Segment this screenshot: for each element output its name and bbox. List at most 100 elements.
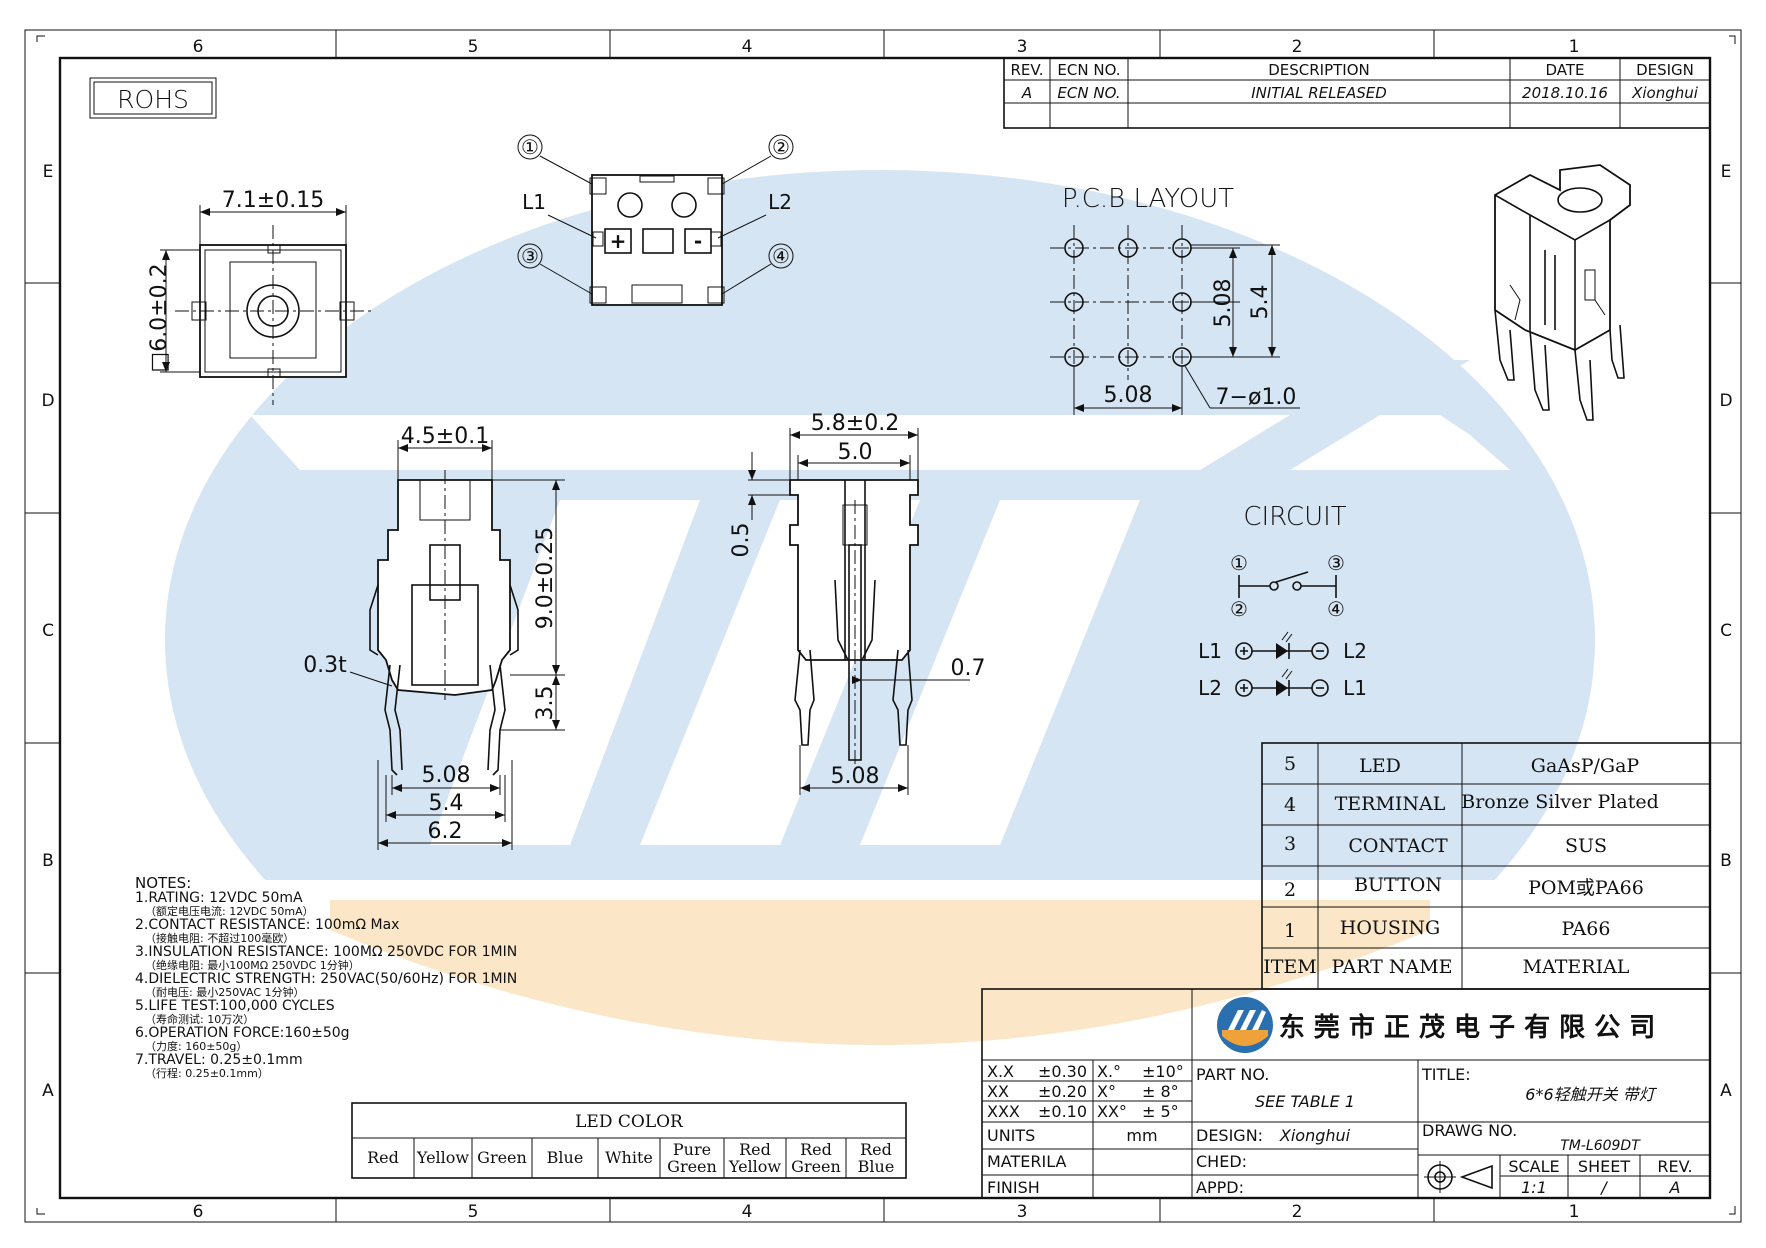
circuit-row2-left: L2	[1198, 676, 1222, 700]
zone-col-bottom-6: 6	[193, 1202, 204, 1222]
side-dim-mid: 5.4	[429, 791, 464, 816]
side-dim-overall: 6.2	[428, 819, 463, 844]
bottom-view-pin-3: ③	[521, 244, 539, 268]
zone-col-bottom-3: 3	[1017, 1202, 1028, 1222]
bom-row4-name: TERMINAL	[1335, 793, 1446, 815]
scale-label: SCALE	[1508, 1157, 1559, 1176]
note-line-12: （力度: 160±50g）	[145, 1039, 247, 1053]
side-dim-height: 9.0±0.25	[533, 527, 558, 629]
tol-row2-fmt: XX	[987, 1082, 1009, 1101]
rev-header-ecn: ECN NO.	[1057, 61, 1120, 79]
bottom-view-minus: -	[694, 229, 702, 253]
drawg-no-label: DRAWG NO.	[1422, 1121, 1517, 1140]
front-dim-gap: 0.5	[729, 523, 754, 558]
zone-row-right-a: A	[1720, 1081, 1732, 1101]
bom-row3-name: CONTACT	[1348, 835, 1448, 857]
isometric-view	[1494, 164, 1631, 421]
bom-row4-material: Bronze Silver Plated	[1461, 791, 1659, 813]
note-line-5: 3.INSULATION RESISTANCE: 100MΩ 250VDC FO…	[135, 944, 517, 960]
tol-row1-ang: X.°	[1097, 1062, 1121, 1081]
tol-row3-ang: XX°	[1097, 1102, 1127, 1121]
led-color-pure-green-1: Pure	[673, 1140, 711, 1159]
sheet-value: /	[1599, 1178, 1608, 1197]
bom-row5-item: 5	[1284, 753, 1296, 775]
bom-row1-item: 1	[1284, 920, 1296, 942]
pcb-dim-pitch: 5.08	[1104, 383, 1153, 408]
bottom-view-pin-2: ②	[772, 135, 790, 159]
rev-header-date: DATE	[1545, 61, 1584, 79]
appd-label: APPD:	[1196, 1178, 1244, 1197]
circuit-row1-left: L1	[1198, 639, 1222, 663]
circuit-row1-right: L2	[1343, 639, 1367, 663]
bottom-view-plus: +	[610, 229, 627, 253]
title-value: 6*6轻触开关 带灯	[1525, 1085, 1657, 1104]
bom-row5-material: GaAsP/GaP	[1531, 755, 1640, 777]
zone-col-bottom-4: 4	[742, 1202, 753, 1222]
tol-row1-val: ±0.30	[1038, 1062, 1087, 1081]
rev-label: REV.	[1657, 1157, 1692, 1176]
tol-row3-fmt: XXX	[987, 1102, 1020, 1121]
note-line-9: 5.LIFE TEST:100,000 CYCLES	[135, 998, 335, 1014]
tol-row3-val: ±0.10	[1038, 1102, 1087, 1121]
circuit-pin-2: ②	[1230, 597, 1248, 621]
side-dim-pitch: 5.08	[422, 763, 471, 788]
zone-col-bottom-2: 2	[1292, 1202, 1303, 1222]
finish-label: FINISH	[987, 1178, 1040, 1197]
top-view: 7.1±0.15 □6.0±0.2	[147, 188, 372, 405]
rev-row-design: Xionghui	[1631, 84, 1699, 102]
led-color-blue: Blue	[547, 1148, 584, 1167]
zone-row-right-b: B	[1720, 851, 1732, 871]
bom-row1-material: PA66	[1562, 918, 1611, 940]
note-line-4: （接触电阻: 不超过100毫欧）	[145, 931, 294, 945]
front-dim-inner: 5.0	[838, 440, 873, 465]
tol-row1-fmt: X.X	[987, 1062, 1014, 1081]
zone-row-right-d: D	[1719, 391, 1732, 411]
circuit-pin-3: ③	[1327, 551, 1345, 575]
front-dim-outer: 5.8±0.2	[811, 411, 899, 436]
led-color-red-green-2: Green	[791, 1157, 841, 1176]
rohs-box: ROHS	[89, 77, 217, 119]
led-color-pure-green-2: Green	[667, 1157, 717, 1176]
rev-header-description: DESCRIPTION	[1268, 61, 1370, 79]
note-line-13: 7.TRAVEL: 0.25±0.1mm	[135, 1052, 303, 1068]
tol-row1-angval: ±10°	[1142, 1062, 1184, 1081]
zone-col-top-2: 2	[1292, 37, 1303, 57]
design-value: Xionghui	[1279, 1126, 1351, 1145]
drawg-no-value: TM-L609DT	[1560, 1138, 1641, 1154]
rev-row-description: INITIAL RELEASED	[1251, 84, 1387, 102]
led-color-green: Green	[477, 1148, 527, 1167]
bom-table: 5 LED GaAsP/GaP 4 TERMINAL Bronze Silver…	[1261, 742, 1711, 990]
ched-label: CHED:	[1196, 1152, 1247, 1171]
zone-col-bottom-5: 5	[468, 1202, 479, 1222]
zone-col-bottom-1: 1	[1569, 1202, 1580, 1222]
bottom-view-l2: L2	[768, 190, 792, 214]
note-line-3: 2.CONTACT RESISTANCE: 100mΩ Max	[135, 917, 399, 933]
revision-table: REV. ECN NO. DESCRIPTION DATE DESIGN A E…	[1003, 57, 1711, 129]
rev-row-ecn: ECN NO.	[1057, 84, 1120, 102]
rev-row-date: 2018.10.16	[1522, 84, 1608, 102]
bom-row3-item: 3	[1284, 833, 1296, 855]
bom-row4-item: 4	[1284, 794, 1296, 816]
top-view-width-dim: 7.1±0.15	[222, 188, 324, 213]
sheet-label: SHEET	[1578, 1157, 1630, 1176]
bom-header-part-name: PART NAME	[1331, 956, 1452, 978]
led-color-table: LED COLOR Red Yellow Green Blue White Pu…	[351, 1102, 907, 1179]
bom-row5-name: LED	[1359, 755, 1401, 777]
projection-symbol-icon	[1424, 1161, 1493, 1193]
materila-label: MATERILA	[987, 1152, 1067, 1171]
zone-col-top-6: 6	[193, 37, 204, 57]
circuit: CIRCUIT ① ③ ② ④ L1 L2 L2 L1	[1198, 502, 1367, 700]
led-color-red-yellow-1: Red	[739, 1140, 771, 1159]
led-color-yellow: Yellow	[416, 1148, 470, 1167]
led-color-red-blue-1: Red	[860, 1140, 892, 1159]
note-line-1: 1.RATING: 12VDC 50mA	[135, 890, 303, 906]
units-value: mm	[1126, 1126, 1157, 1145]
tol-row2-ang: X°	[1097, 1082, 1116, 1101]
bom-row3-material: SUS	[1565, 835, 1607, 857]
note-line-10: （寿命测试: 10万次）	[145, 1012, 254, 1026]
rev-header-design: DESIGN	[1636, 61, 1694, 79]
side-view: 4.5±0.1 9.0±0.25 3.5 0.3t 5.08 5.4 6.2	[303, 424, 565, 850]
zone-col-top-4: 4	[742, 37, 753, 57]
zone-labels: 6 5 4 3 2 1 6 5 4 3 2 1 E D C B A E D C …	[41, 37, 1732, 1222]
